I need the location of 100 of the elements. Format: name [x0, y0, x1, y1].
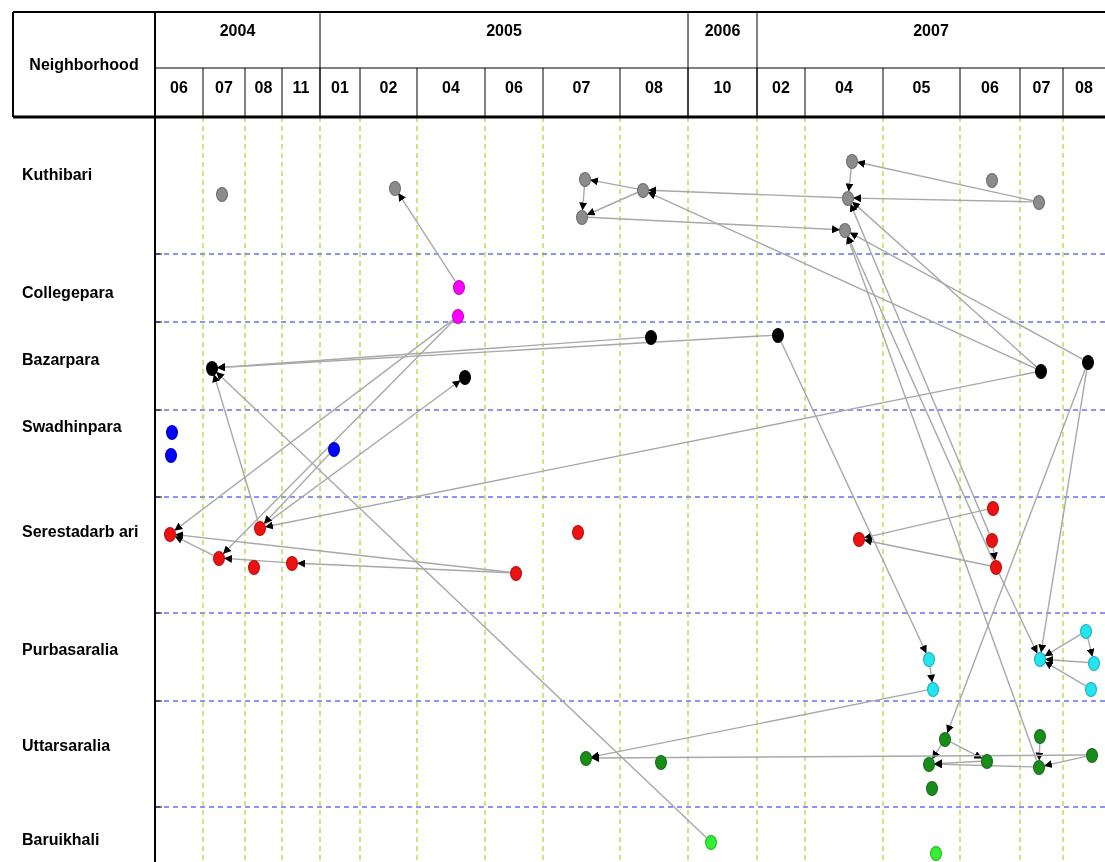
arrow — [264, 380, 461, 525]
month-header: 06 — [170, 79, 188, 97]
arrow — [647, 191, 1037, 370]
data-dot — [1085, 681, 1097, 697]
arrow — [224, 554, 287, 564]
arrow — [212, 374, 259, 522]
month-header: 07 — [1032, 79, 1051, 97]
month-header: 02 — [379, 79, 398, 97]
arrow — [1038, 368, 1088, 653]
data-dot — [987, 500, 999, 516]
data-dot — [1082, 354, 1094, 370]
row-label: Baruikhali — [22, 830, 101, 850]
data-dot — [254, 520, 266, 536]
arrow — [863, 508, 988, 540]
data-dot — [1088, 655, 1100, 671]
arrow — [852, 201, 1037, 368]
data-dot — [166, 424, 178, 440]
data-dot — [645, 329, 657, 345]
data-dot — [655, 754, 667, 770]
arrow — [1086, 637, 1095, 657]
data-dot — [216, 186, 228, 202]
month-header: 08 — [254, 79, 273, 97]
month-header: 10 — [713, 79, 732, 97]
arrow — [297, 559, 511, 574]
year-header: 2006 — [704, 22, 741, 40]
arrow — [587, 216, 840, 234]
arrow — [263, 453, 331, 524]
data-dot — [853, 531, 865, 547]
data-dot — [510, 565, 522, 581]
data-dot — [839, 222, 851, 238]
arrow — [1043, 755, 1087, 768]
arrow — [863, 537, 991, 567]
data-dot — [842, 190, 854, 206]
row-label: Uttarsaralia — [22, 736, 112, 756]
data-dot — [986, 172, 998, 188]
arrow — [222, 320, 455, 554]
arrow — [591, 753, 1087, 762]
column-header: Neighborhood — [29, 55, 139, 74]
data-dot — [165, 447, 177, 463]
data-dot — [1033, 759, 1045, 775]
arrow — [174, 536, 215, 556]
data-dot — [576, 209, 588, 225]
data-dot — [927, 681, 939, 697]
data-dot — [459, 369, 471, 385]
month-header: 07 — [572, 79, 591, 97]
data-dot — [453, 279, 465, 295]
data-dot — [579, 171, 591, 187]
arrow — [847, 235, 994, 562]
data-dot — [923, 651, 935, 667]
arrow — [264, 371, 1036, 530]
data-dot — [286, 555, 298, 571]
month-header: 06 — [981, 79, 999, 97]
arrow — [1035, 742, 1044, 761]
data-dot — [1086, 747, 1098, 763]
month-header: 07 — [215, 79, 233, 97]
arrow — [927, 665, 936, 683]
arrow — [845, 167, 854, 192]
data-dot — [1034, 728, 1046, 744]
data-dot — [164, 526, 176, 542]
arrow — [846, 235, 1038, 761]
month-header: 06 — [505, 79, 523, 97]
data-dot — [389, 180, 401, 196]
year-header: 2005 — [486, 22, 522, 40]
data-dot — [981, 753, 993, 769]
arrow — [398, 193, 456, 282]
data-dot — [637, 182, 649, 198]
month-header: 04 — [835, 79, 853, 97]
data-dot — [213, 550, 225, 566]
data-dot — [939, 731, 951, 747]
row-label: Serestadarb ari — [22, 522, 140, 542]
data-dot — [772, 327, 784, 343]
data-dot — [572, 524, 584, 540]
arrow — [216, 371, 707, 839]
data-dot — [1080, 623, 1092, 639]
arrow — [174, 319, 454, 531]
data-dot — [248, 559, 260, 575]
month-header: 01 — [331, 79, 349, 97]
arrow — [1044, 633, 1082, 657]
arrow — [856, 159, 1034, 202]
arrow — [853, 194, 1034, 203]
data-dot — [206, 360, 218, 376]
row-label: Bazarpara — [22, 350, 101, 370]
arrow — [648, 186, 843, 199]
arrow — [1044, 661, 1087, 687]
data-dot — [328, 441, 340, 457]
row-label: Kuthibari — [22, 165, 94, 185]
month-header: 05 — [912, 79, 931, 97]
arrow — [989, 546, 998, 561]
data-dot — [1033, 194, 1045, 210]
month-header: 08 — [645, 79, 663, 97]
arrow — [849, 203, 990, 535]
month-header: 02 — [772, 79, 790, 97]
data-dot — [930, 845, 942, 861]
arrow — [586, 191, 639, 216]
data-dot — [846, 153, 858, 169]
arrow — [949, 741, 983, 759]
arrow — [579, 185, 588, 211]
arrow — [934, 760, 1034, 769]
row-label: Swadhinpara — [22, 417, 123, 437]
data-dot — [986, 532, 998, 548]
